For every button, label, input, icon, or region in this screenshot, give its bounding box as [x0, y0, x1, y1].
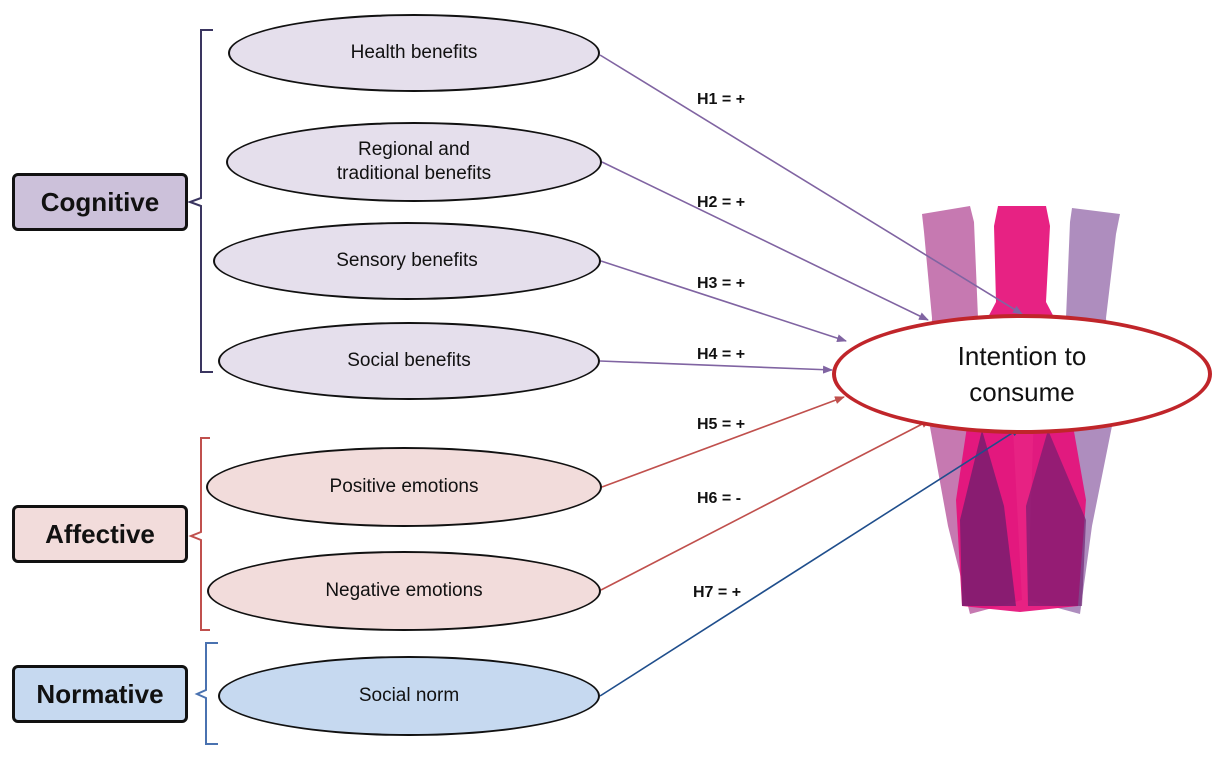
normative-label: Normative [36, 678, 164, 709]
intention-to-consume-ellipse: Intention to consume [832, 314, 1212, 434]
bottle-middle-shadow [960, 430, 1016, 606]
arrow-h5 [601, 396, 845, 488]
cognitive-brace [187, 29, 213, 373]
intention-label-line2: consume [969, 377, 1075, 407]
arrow-h3 [600, 260, 847, 343]
regional-benefits-label-line2: traditional benefits [336, 163, 492, 184]
affective-category-box: Affective [12, 505, 188, 563]
affective-brace [188, 437, 210, 631]
negative-emotions-label: Negative emotions [325, 580, 483, 601]
regional-benefits-ellipse: Regional and traditional benefits [226, 122, 602, 202]
arrow-h1 [599, 54, 1023, 315]
arrow-h6 [600, 419, 931, 591]
social-norm-ellipse: Social norm [218, 656, 600, 736]
cognitive-category-box: Cognitive [12, 173, 188, 231]
social-norm-label: Social norm [358, 685, 460, 706]
sensory-benefits-label: Sensory benefits [336, 250, 478, 271]
regional-benefits-label-line1: Regional and [358, 139, 470, 160]
hypothesis-h1-label: H1 = + [697, 91, 746, 108]
arrow-h4 [599, 360, 833, 374]
hypothesis-h3-label: H3 = + [697, 275, 746, 292]
arrow-h2 [601, 161, 929, 321]
negative-emotions-ellipse: Negative emotions [207, 551, 601, 631]
social-benefits-label: Social benefits [347, 350, 471, 371]
intention-label-line1: Intention to [957, 341, 1087, 371]
positive-emotions-label: Positive emotions [329, 476, 479, 497]
health-benefits-ellipse: Health benefits [228, 14, 600, 92]
affective-label: Affective [45, 518, 155, 549]
positive-emotions-ellipse: Positive emotions [206, 447, 602, 527]
hypothesis-h4-label: H4 = + [697, 346, 746, 363]
health-benefits-label: Health benefits [350, 42, 478, 63]
hypothesis-h6-label: H6 = - [697, 490, 742, 507]
sensory-benefits-ellipse: Sensory benefits [213, 222, 601, 300]
hypothesis-h5-label: H5 = + [697, 416, 746, 433]
social-benefits-ellipse: Social benefits [218, 322, 600, 400]
normative-category-box: Normative [12, 665, 188, 723]
arrow-h7 [599, 427, 1021, 697]
hypothesis-h7-label: H7 = + [693, 584, 742, 601]
normative-brace [194, 642, 218, 745]
hypothesis-h2-label: H2 = + [697, 194, 746, 211]
cognitive-label: Cognitive [40, 186, 160, 217]
bottle-right-shadow [1026, 430, 1086, 606]
